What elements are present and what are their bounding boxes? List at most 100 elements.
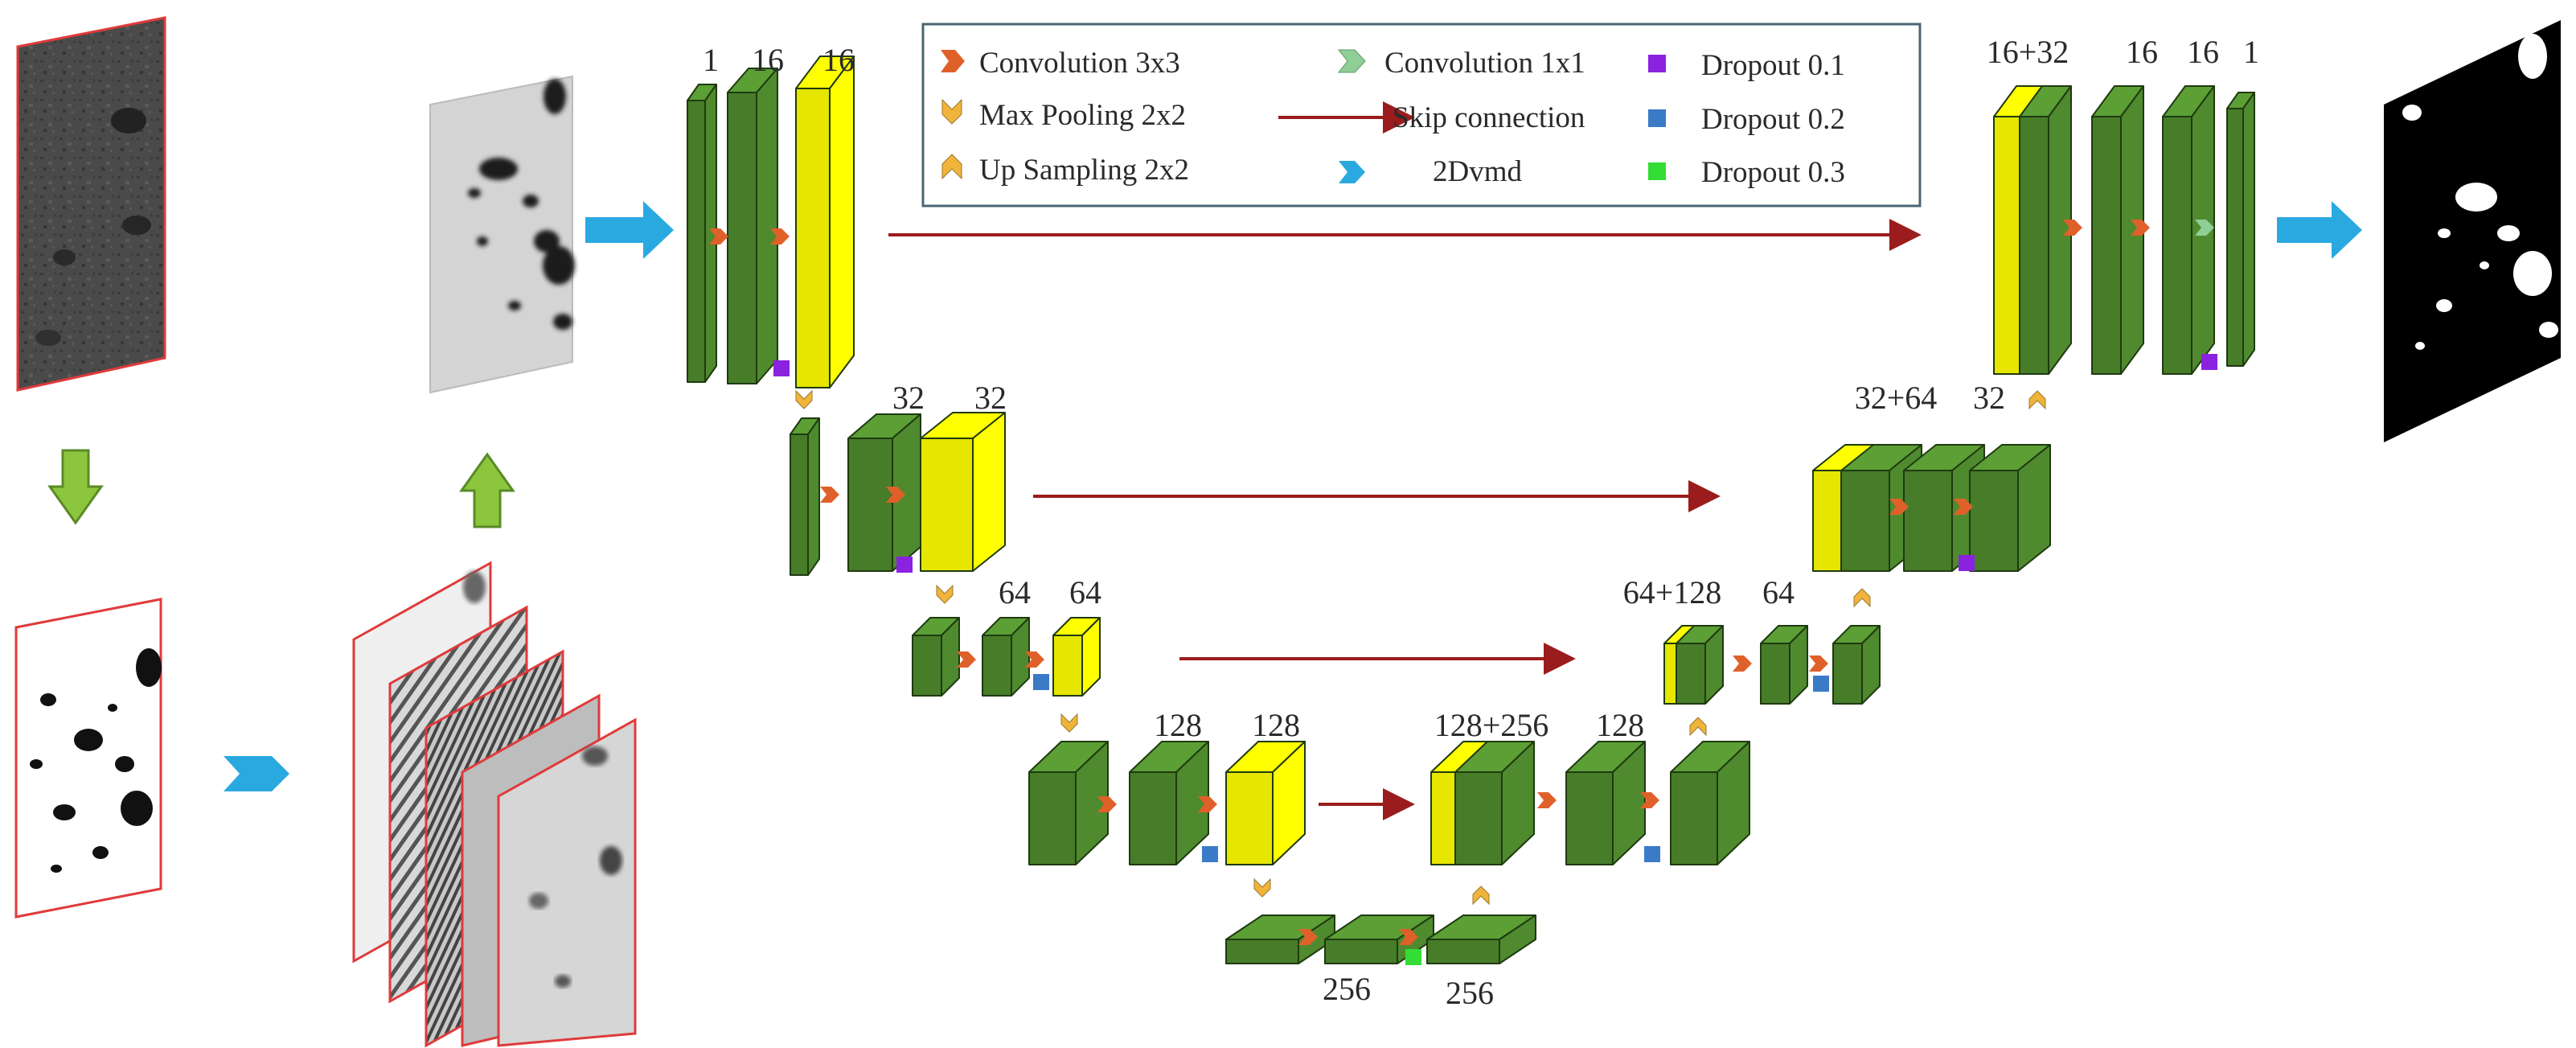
enc4-block-2 (1129, 741, 1209, 865)
flow-arrow-down (47, 449, 104, 525)
enc4-label-1: 128 (1154, 707, 1202, 743)
dec4-conv-arrow-1 (1537, 792, 1557, 808)
dec4-label-1: 128+256 (1434, 707, 1549, 743)
vmd-mode-stack (352, 561, 637, 1048)
enc4-block-2-front (1129, 771, 1177, 865)
dec2-block-2-front (1969, 470, 2019, 572)
output-segmentation-mask (2384, 20, 2561, 442)
input-pipeline (14, 16, 674, 1048)
dropout-03-icon (1648, 162, 1666, 180)
dec4-block-1-front (1565, 771, 1614, 865)
enc3-conv-arrow-2 (1025, 651, 1044, 668)
dec4-block-concat-green (1454, 741, 1535, 865)
enc2-dropout (896, 557, 913, 573)
dec2-block-2 (1969, 444, 2051, 572)
dec1-conv-arrow-2 (2131, 220, 2150, 236)
enc2-maxpool (936, 584, 954, 604)
enc1-conv-arrow-2 (770, 228, 790, 245)
network-blocks (687, 55, 2255, 965)
bottleneck-upsample (1472, 886, 1490, 906)
enc1-label-2: 16 (752, 42, 784, 78)
legend-conv3-label: Convolution 3x3 (979, 47, 1180, 80)
legend-maxpool-label: Max Pooling 2x2 (979, 99, 1186, 132)
enc3-block-1-front (912, 635, 942, 697)
dec2-conv-arrow-2 (1954, 499, 1973, 515)
enc4-block-1-front (1028, 771, 1077, 865)
dec1-label-1: 16+32 (1987, 34, 2069, 70)
enc2-block-2 (847, 413, 921, 572)
conv1-arrow-icon (1337, 49, 1366, 73)
enc3-block-3 (1052, 617, 1101, 697)
dec1-block-concat-green (2019, 85, 2072, 375)
enc3-conv-arrow-1 (957, 651, 976, 668)
legend-drop1: Dropout 0.1 (1648, 49, 1845, 82)
dec1-conv1-arrow (2195, 220, 2214, 236)
channel-labels: 1 16 16 32 32 64 64 128 128 256 256 128+… (703, 34, 2259, 1011)
dec2-label-2: 32 (1973, 380, 2005, 416)
enc2-block-1-front (790, 434, 809, 576)
enc1-block-1-front (687, 100, 706, 383)
legend-conv3: Convolution 3x3 (941, 47, 1180, 80)
legend-upsample-label: Up Sampling 2x2 (979, 154, 1189, 187)
enc2-conv-arrow-1 (820, 487, 839, 503)
bottleneck-block-1 (1225, 914, 1335, 964)
enc1-label-3: 16 (822, 42, 855, 78)
dec1-block-2 (2162, 85, 2215, 375)
binary-image (14, 598, 162, 919)
legend-upsample: Up Sampling 2x2 (941, 154, 1189, 187)
enc3-block-2 (982, 617, 1030, 697)
output-pipeline (2277, 20, 2561, 442)
skip-connections (888, 219, 1922, 820)
enc2-block-2-front (847, 438, 893, 572)
enc3-dropout (1033, 674, 1049, 690)
legend-skip-label: Skip connection (1393, 101, 1585, 134)
dec4-block-concat-green-front (1454, 771, 1503, 865)
legend-skip: Skip connection (1278, 101, 1585, 134)
dec4-upsample (1689, 717, 1707, 737)
legend-drop3: Dropout 0.3 (1648, 156, 1845, 189)
input-to-network-arrow (585, 201, 674, 259)
bottleneck-label-2: 256 (1446, 975, 1494, 1011)
dec1-block-concat-yellow-front (1993, 116, 2024, 375)
dec2-label-1: 32+64 (1855, 380, 1938, 416)
dec2-dropout (1959, 555, 1975, 571)
enc4-block-3-front (1225, 771, 1274, 865)
bottleneck-conv-arrow-2 (1399, 929, 1418, 945)
dec3-conv-arrow-1 (1733, 656, 1752, 672)
dec1-label-2: 16 (2126, 34, 2158, 70)
dec1-label-4: 1 (2243, 34, 2259, 70)
vmd-arrow-icon (1339, 161, 1365, 183)
dec3-label-1: 64+128 (1623, 574, 1722, 610)
bottleneck-dropout (1405, 949, 1421, 965)
legend-drop2: Dropout 0.2 (1648, 103, 1845, 136)
reconstructed-image (429, 75, 575, 394)
enc1-dropout (773, 360, 790, 376)
enc2-block-1 (790, 417, 820, 576)
enc1-block-3-front (795, 88, 831, 388)
dec1-block-out-front (2226, 108, 2244, 367)
dec3-upsample (1853, 588, 1871, 608)
enc4-maxpool (1253, 877, 1271, 898)
dropout-01-icon (1648, 55, 1666, 72)
enc2-block-3-side (972, 412, 1006, 572)
enc1-block-1 (687, 84, 717, 383)
dec3-block-2 (1832, 625, 1881, 705)
dec3-label-2: 64 (1762, 574, 1795, 610)
enc4-label-2: 128 (1252, 707, 1300, 743)
bottleneck-block-3-front (1426, 939, 1500, 964)
dec4-block-2-front (1670, 771, 1718, 865)
legend-conv1: Convolution 1x1 (1337, 47, 1585, 80)
legend-drop3-label: Dropout 0.3 (1701, 156, 1845, 189)
dec1-block-1-front (2091, 116, 2122, 375)
dec3-block-concat-green (1676, 625, 1724, 705)
enc4-conv-arrow-1 (1097, 796, 1117, 812)
dec1-block-out-side (2242, 92, 2255, 367)
enc1-block-2 (727, 68, 778, 384)
dec1-block-2-front (2162, 116, 2192, 375)
dec4-dropout (1644, 846, 1660, 862)
enc3-block-3-front (1052, 635, 1083, 697)
dec3-conv-arrow-2 (1809, 656, 1828, 672)
enc1-conv-arrow-1 (709, 228, 728, 245)
enc3-label-2: 64 (1069, 574, 1101, 610)
dec1-block-concat-green-front (2019, 116, 2049, 375)
